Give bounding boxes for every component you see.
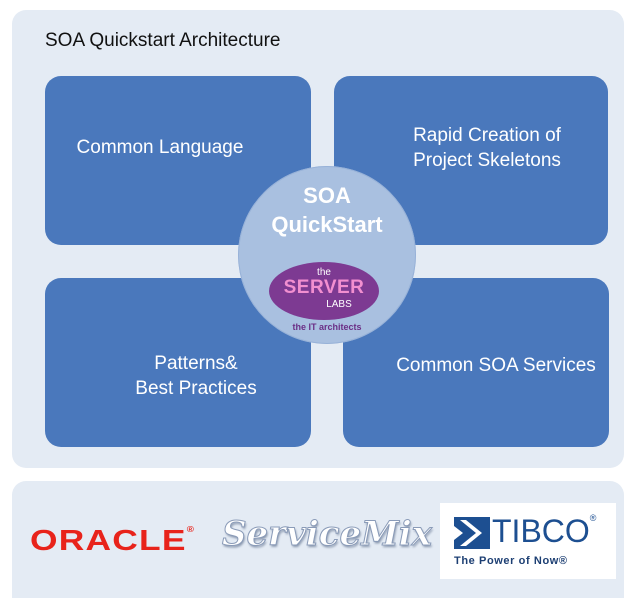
logo-labs-text: LABS (326, 299, 352, 310)
hub-title: SOA QuickStart (271, 183, 383, 237)
tibco-name-text: TIBCO (492, 513, 590, 549)
oracle-wordmark: ORACLE (30, 525, 187, 557)
quadrant-label: Rapid Creation of Project Skeletons (413, 124, 561, 171)
logo-tagline: the IT architects (292, 322, 362, 332)
diagram-title: SOA Quickstart Architecture (45, 30, 281, 51)
the-server-labs-logo: the SERVER LABS (269, 262, 379, 320)
soa-quickstart-hub: SOA QuickStart the SERVER LABS the IT ar… (238, 166, 416, 344)
tibco-registered-mark: ® (589, 513, 597, 523)
oracle-logo: ORACLE® (30, 525, 194, 558)
tibco-tagline: The Power of Now® (454, 555, 568, 567)
logo-the-text: the (317, 267, 331, 278)
quadrant-label: Common SOA Services (396, 355, 596, 377)
tibco-logo: TIBCO® The Power of Now® (440, 503, 616, 579)
quadrant-label: Patterns& Best Practices (135, 352, 257, 399)
oracle-registered-mark: ® (186, 525, 194, 534)
tibco-wordmark: TIBCO® (492, 513, 596, 550)
quadrant-label: Common Language (76, 137, 244, 159)
logo-server-text: SERVER (283, 277, 365, 298)
tibco-chevron-icon (454, 517, 490, 549)
servicemix-logo: ServiceMix (222, 514, 433, 555)
